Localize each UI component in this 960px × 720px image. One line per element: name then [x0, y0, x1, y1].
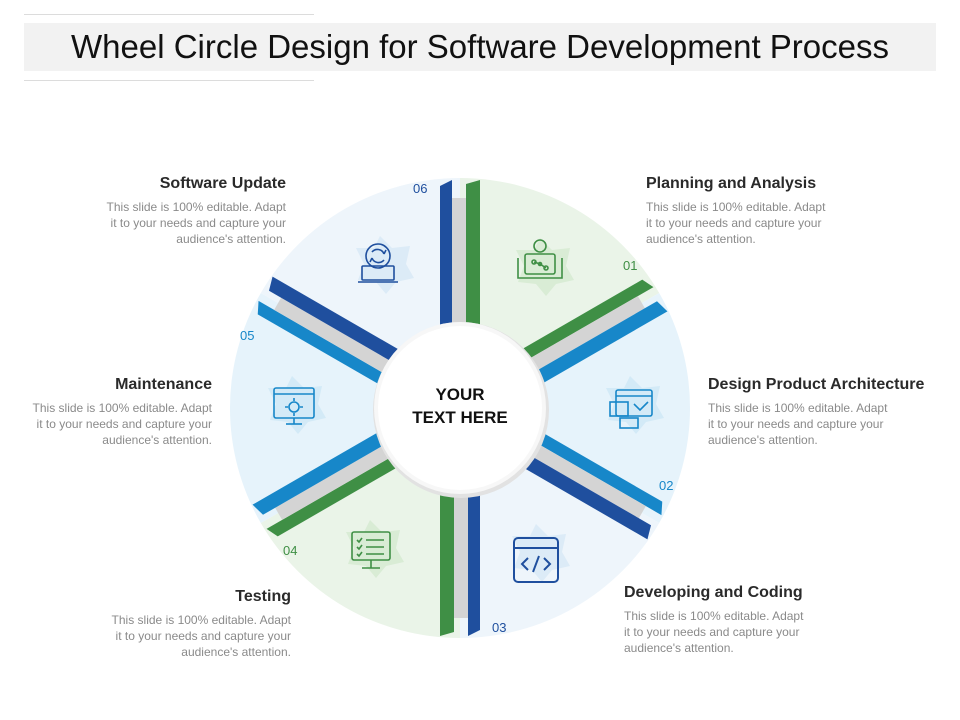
step-number-01: 01 [623, 258, 638, 273]
center-text-line1: YOUR [435, 385, 485, 404]
title-divider-top [24, 14, 314, 15]
update-icon [358, 243, 398, 283]
step-title: Design Product Architecture [708, 376, 925, 393]
step-block-05: Maintenance This slide is 100% editable.… [0, 376, 212, 448]
step-description: This slide is 100% editable. Adapt it to… [111, 613, 291, 659]
center-text-line2: TEXT HERE [412, 408, 508, 427]
checklist-icon [351, 531, 391, 569]
step-title: Testing [235, 588, 291, 605]
step-description: This slide is 100% editable. Adapt it to… [624, 609, 804, 655]
page-title: Wheel Circle Design for Software Develop… [71, 28, 889, 65]
step-block-02: Design Product Architecture This slide i… [708, 376, 948, 448]
icon-blob-05 [268, 376, 326, 434]
step-number-04: 04 [283, 543, 298, 558]
step-description: This slide is 100% editable. Adapt it to… [646, 200, 826, 246]
title-divider-bottom [24, 80, 314, 81]
step-number-05: 05 [240, 328, 255, 343]
step-block-01: Planning and Analysis This slide is 100%… [646, 175, 886, 247]
step-title: Software Update [159, 175, 286, 192]
step-number-06: 06 [413, 181, 428, 196]
title-bar: Wheel Circle Design for Software Develop… [24, 23, 936, 71]
step-number-02: 02 [659, 478, 674, 493]
step-number-03: 03 [492, 620, 507, 635]
code-icon [513, 537, 559, 583]
step-title: Planning and Analysis [646, 175, 817, 192]
step-description: This slide is 100% editable. Adapt it to… [32, 401, 212, 447]
sector-02 [460, 293, 691, 523]
step-title: Maintenance [115, 376, 212, 393]
step-title: Developing and Coding [624, 584, 803, 601]
step-block-03: Developing and Coding This slide is 100%… [624, 584, 864, 656]
step-block-06: Software Update This slide is 100% edita… [46, 175, 286, 247]
maintenance-icon [273, 387, 315, 425]
architecture-icon [609, 389, 653, 429]
sector-05 [229, 293, 460, 523]
center-text: YOUR TEXT HERE [380, 383, 540, 429]
step-description: This slide is 100% editable. Adapt it to… [708, 401, 888, 447]
step-block-04: Testing This slide is 100% editable. Ada… [51, 588, 291, 660]
planning-icon [517, 239, 563, 279]
step-description: This slide is 100% editable. Adapt it to… [106, 200, 286, 246]
